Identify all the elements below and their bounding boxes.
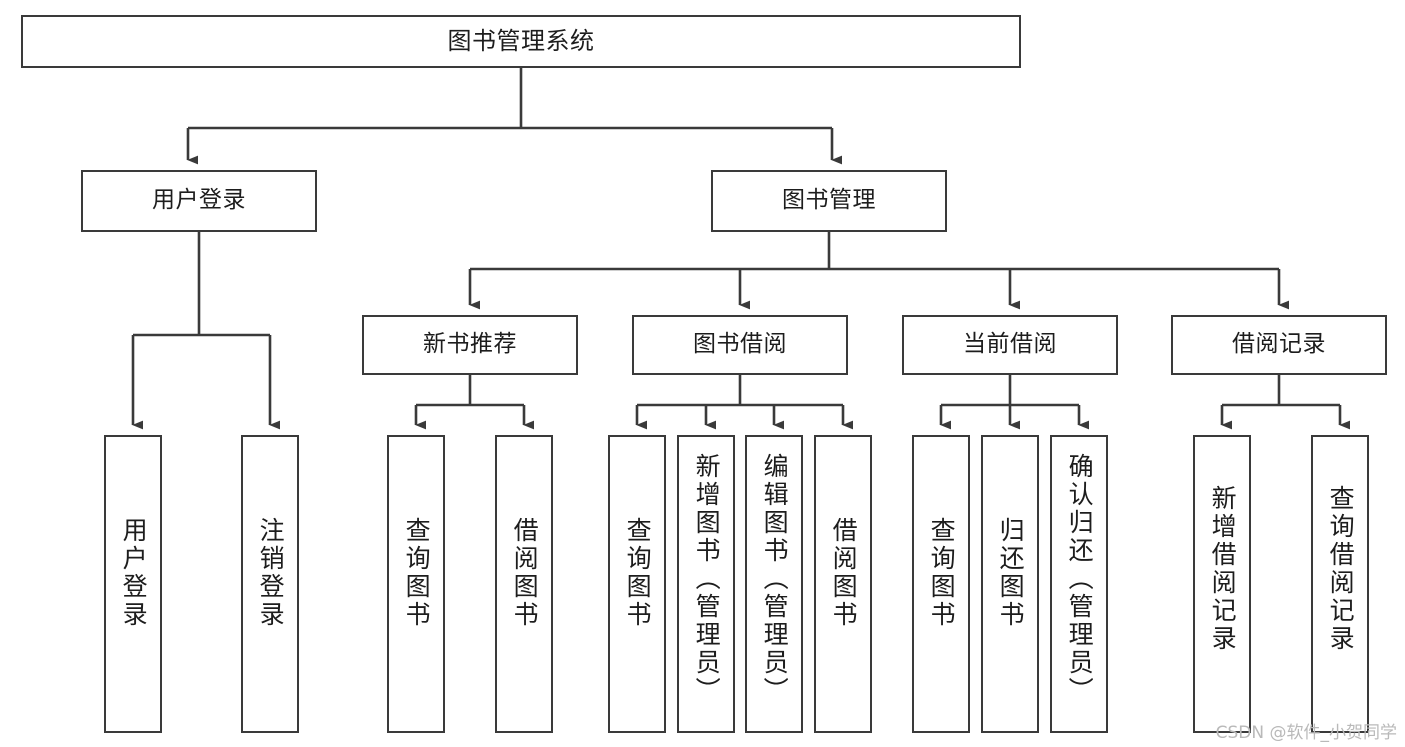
node-current-borrow[interactable]: 当前借阅 — [902, 315, 1118, 375]
node-label: 当前借阅 — [963, 331, 1057, 358]
node-label: 借阅图书 — [510, 517, 540, 629]
node-book-management[interactable]: 图书管理 — [711, 170, 947, 232]
node-label: 图书管理 — [782, 187, 876, 214]
node-leaf-add-book[interactable]: 新增图书（管理员） — [677, 435, 735, 733]
node-label: 查询图书 — [402, 517, 432, 629]
node-book-borrow[interactable]: 图书借阅 — [632, 315, 848, 375]
node-user-login[interactable]: 用户登录 — [81, 170, 317, 232]
watermark-text: CSDN @软件_小贺同学 — [1215, 723, 1397, 743]
node-label: 新增借阅记录 — [1208, 485, 1238, 653]
node-label: 查询借阅记录 — [1326, 485, 1356, 653]
node-leaf-add-borrow-record[interactable]: 新增借阅记录 — [1193, 435, 1251, 733]
node-leaf-query-book-current[interactable]: 查询图书 — [912, 435, 970, 733]
node-label: 查询图书 — [927, 517, 957, 629]
node-leaf-edit-book[interactable]: 编辑图书（管理员） — [745, 435, 803, 733]
node-leaf-return-book[interactable]: 归还图书 — [981, 435, 1039, 733]
node-label: 查询图书 — [623, 517, 653, 629]
node-borrow-record[interactable]: 借阅记录 — [1171, 315, 1387, 375]
node-label: 注销登录 — [256, 517, 286, 629]
node-label: 确认归还（管理员） — [1065, 453, 1095, 705]
node-leaf-logout-login[interactable]: 注销登录 — [241, 435, 299, 733]
node-root-book-management-system[interactable]: 图书管理系统 — [21, 15, 1021, 68]
node-label: 新书推荐 — [423, 331, 517, 358]
node-label: 用户登录 — [152, 187, 246, 214]
node-label: 图书管理系统 — [447, 27, 595, 56]
node-label: 借阅图书 — [829, 517, 859, 629]
node-new-book-recommend[interactable]: 新书推荐 — [362, 315, 578, 375]
node-label: 编辑图书（管理员） — [760, 453, 790, 705]
node-leaf-query-book-recommend[interactable]: 查询图书 — [387, 435, 445, 733]
node-label: 用户登录 — [119, 517, 149, 629]
node-leaf-borrow-book[interactable]: 借阅图书 — [814, 435, 872, 733]
node-leaf-query-borrow-record[interactable]: 查询借阅记录 — [1311, 435, 1369, 733]
node-label: 借阅记录 — [1232, 331, 1326, 358]
node-leaf-query-book-borrow[interactable]: 查询图书 — [608, 435, 666, 733]
node-leaf-borrow-book-recommend[interactable]: 借阅图书 — [495, 435, 553, 733]
node-leaf-confirm-return[interactable]: 确认归还（管理员） — [1050, 435, 1108, 733]
node-label: 图书借阅 — [693, 331, 787, 358]
node-label: 新增图书（管理员） — [692, 453, 722, 705]
node-label: 归还图书 — [996, 517, 1026, 629]
node-leaf-user-login[interactable]: 用户登录 — [104, 435, 162, 733]
